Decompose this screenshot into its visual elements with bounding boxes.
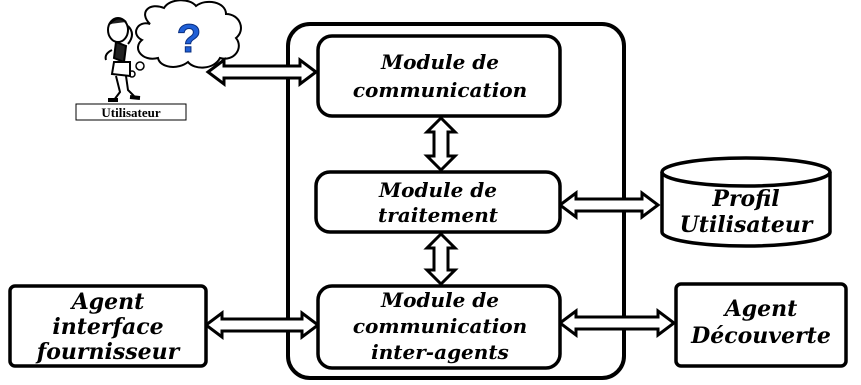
user-figure: ? Utilisateur — [75, 0, 242, 121]
module-inter-agents-line2: communication — [353, 314, 527, 338]
arrow-provider-interagents — [203, 310, 321, 340]
provider-line3: fournisseur — [35, 339, 181, 365]
arrow-interagents-discovery — [557, 308, 677, 338]
module-communication-line2: communication — [353, 78, 527, 102]
agent-interface-provider: Agent interface fournisseur — [8, 284, 208, 368]
thought-bubble — [135, 0, 242, 69]
module-inter-agents-line1: Module de — [380, 288, 499, 312]
module-communication: Module de communication — [316, 34, 562, 118]
module-traitement-line1: Module de — [378, 178, 497, 202]
profile-line2: Utilisateur — [680, 212, 814, 238]
arrow-traitement-profile — [557, 190, 661, 220]
module-traitement-line2: traitement — [378, 203, 499, 227]
profile-database: Profil Utilisateur — [660, 156, 832, 248]
arrows — [203, 57, 677, 340]
arrow-user-communication — [205, 57, 319, 87]
user-label: Utilisateur — [101, 105, 160, 120]
arrow-traitement-interagents — [423, 231, 459, 287]
discovery-line2: Découverte — [690, 323, 831, 349]
user-label-box — [75, 103, 187, 121]
person-icon — [104, 17, 141, 102]
arrow-communication-traitement — [423, 115, 459, 173]
provider-line2: interface — [52, 314, 163, 340]
provider-line1: Agent — [70, 289, 145, 315]
question-mark-icon: ? — [177, 17, 201, 61]
module-traitement: Module de traitement — [314, 170, 562, 234]
agent-discovery: Agent Découverte — [674, 282, 848, 368]
module-communication-line1: Module de — [380, 50, 499, 74]
discovery-line1: Agent — [723, 296, 798, 322]
profile-line1: Profil — [711, 186, 779, 212]
module-inter-agents-line3: inter-agents — [371, 340, 509, 364]
module-inter-agents: Module de communication inter-agents — [316, 284, 562, 370]
